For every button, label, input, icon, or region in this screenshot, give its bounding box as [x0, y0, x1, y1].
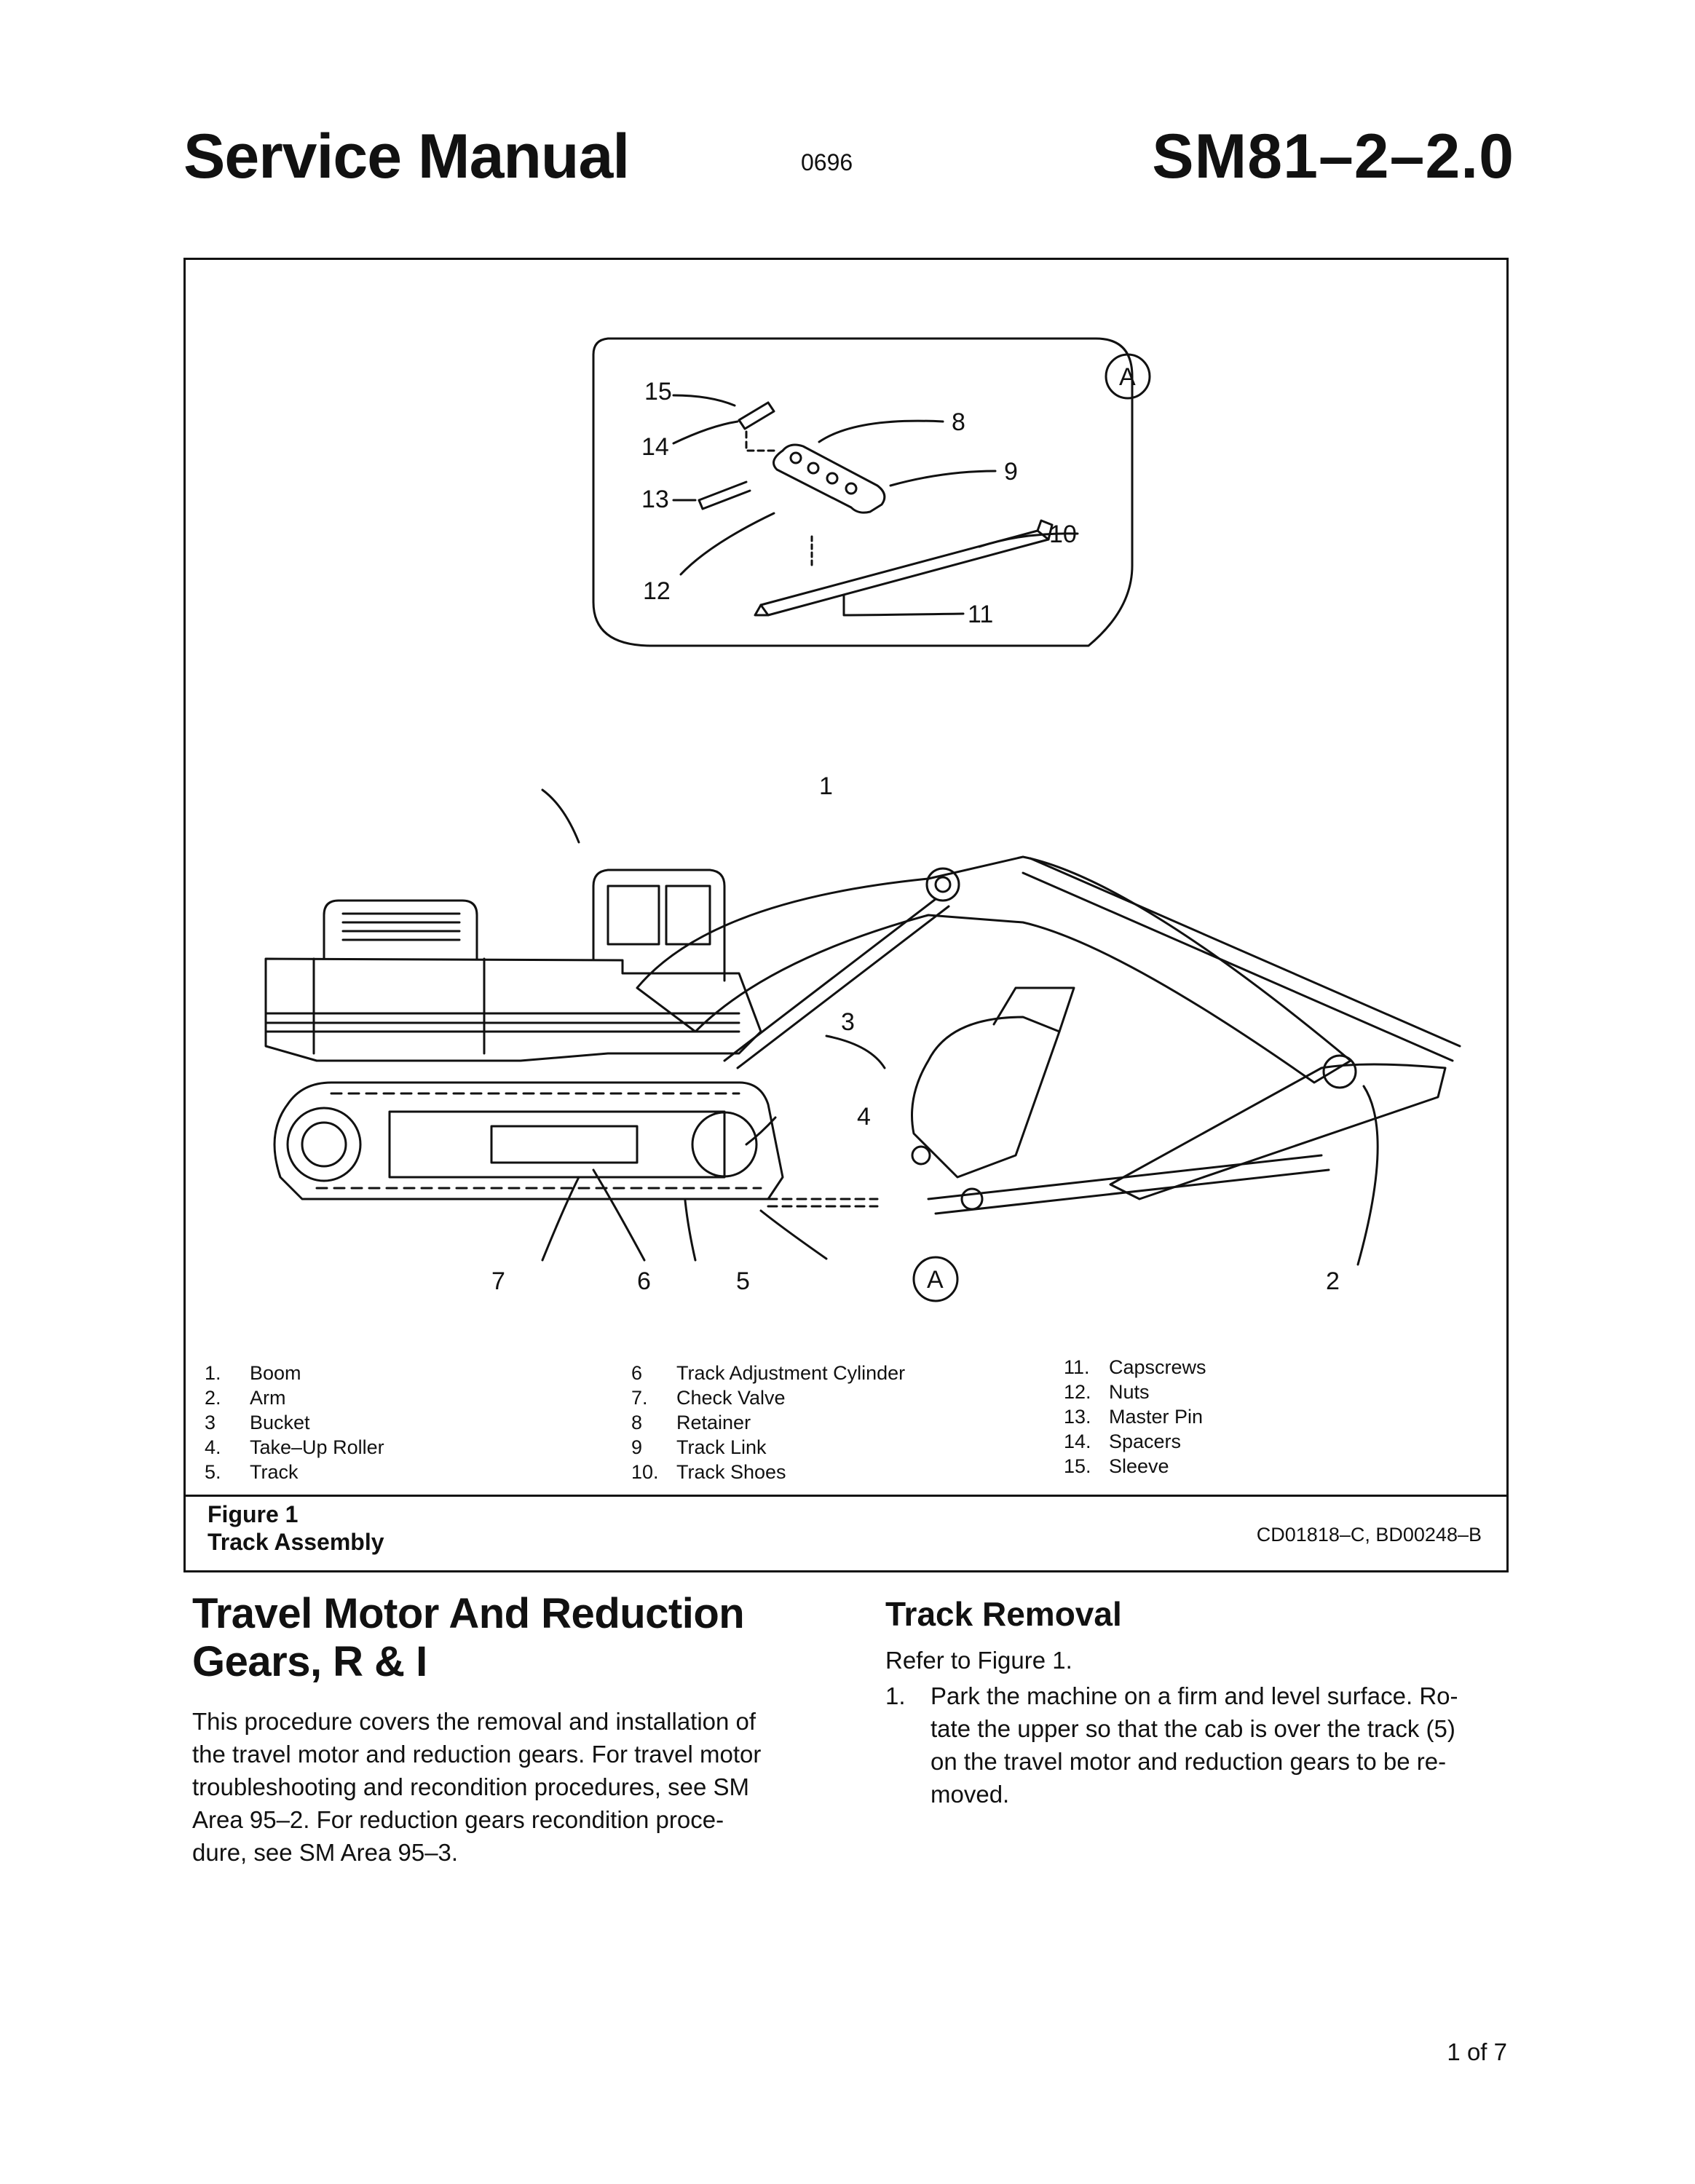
undercarriage-track	[273, 1081, 879, 1208]
legend-item: 13.Master Pin	[1064, 1406, 1204, 1428]
detail-marker-top	[1105, 353, 1151, 400]
detail-marker-bottom	[912, 1256, 959, 1302]
legend-item: 1.Boom	[205, 1362, 301, 1384]
callout-5: 5	[736, 1267, 750, 1295]
figure-reference: CD01818–C, BD00248–B	[1256, 1524, 1482, 1546]
step-text: Park the machine on a firm and level sur…	[931, 1682, 1458, 1808]
callout-8: 8	[952, 408, 965, 436]
callout-9: 9	[1004, 458, 1018, 486]
bucket	[911, 986, 1075, 1211]
caption-divider	[186, 1495, 1506, 1497]
detail-marker-a-top: A	[1119, 363, 1136, 391]
section-paragraph: This procedure covers the removal and in…	[192, 1708, 762, 1866]
step-number: 1.	[885, 1682, 906, 1709]
callout-10: 10	[1049, 521, 1077, 548]
excavator-body	[264, 869, 762, 1062]
leader-a	[759, 1209, 828, 1260]
refer-to-figure: Refer to Figure 1.	[885, 1647, 1072, 1674]
leader-5	[684, 1199, 697, 1262]
right-column: Track Removal Refer to Figure 1. 1. Park…	[885, 1594, 1519, 1811]
leader-7	[541, 1176, 580, 1262]
callout-1: 1	[819, 772, 833, 800]
figure-caption: Figure 1 Track Assembly	[208, 1500, 384, 1556]
legend-item: 14.Spacers	[1064, 1431, 1182, 1452]
left-column: Travel Motor And Reduction Gears, R & I …	[192, 1590, 848, 1869]
leader-6	[592, 1168, 646, 1262]
figure-1-frame: 15 14 13 12 8 9 10 11 1 3 4 7 6 5 2 A A …	[183, 258, 1509, 1572]
arm	[927, 1054, 1447, 1215]
figure-title: Track Assembly	[208, 1529, 384, 1555]
legend-column-3: 11.Capscrews 12.Nuts 13.Master Pin 14.Sp…	[1064, 1355, 1206, 1479]
boom	[636, 855, 1461, 1084]
leader-1	[541, 788, 580, 844]
track-shoe-exploded	[698, 401, 1054, 617]
callout-3: 3	[841, 1008, 855, 1036]
legend-item: 15.Sleeve	[1064, 1455, 1169, 1477]
legend-item: 7.Check Valve	[631, 1387, 786, 1409]
excavator-illustration: 15 14 13 12 8 9 10 11 1 3 4 7 6 5 2 A A	[264, 337, 1461, 1302]
detail-a-frame	[592, 337, 1134, 647]
detail-marker-a-bottom: A	[927, 1266, 944, 1294]
step-1: 1. Park the machine on a firm and level …	[885, 1679, 1519, 1811]
leader-4	[745, 1116, 777, 1146]
legend-item: 5.Track	[205, 1461, 299, 1483]
legend-item: 4.Take–Up Roller	[205, 1436, 384, 1458]
figure-number: Figure 1	[208, 1501, 299, 1527]
callout-12: 12	[643, 577, 671, 605]
document-number: SM81–2–2.0	[1152, 122, 1514, 191]
callout-14: 14	[641, 433, 669, 461]
callout-11: 11	[968, 601, 993, 628]
callout-4: 4	[857, 1103, 871, 1131]
leader-3	[825, 1034, 886, 1069]
callout-6: 6	[637, 1267, 651, 1295]
revision-code: 0696	[801, 149, 853, 175]
legend-item: 12.Nuts	[1064, 1381, 1150, 1403]
legend-item: 10.Track Shoes	[631, 1461, 786, 1483]
legend-item: 11.Capscrews	[1064, 1356, 1206, 1378]
callout-2: 2	[1326, 1267, 1340, 1295]
callout-labels: 15 14 13 12 8 9 10 11 1 3 4 7 6 5 2 A A	[491, 363, 1340, 1295]
page-number: 1 of 7	[1447, 2038, 1507, 2065]
legend-item: 2.Arm	[205, 1387, 286, 1409]
callout-13: 13	[641, 486, 669, 513]
manual-title: Service Manual	[183, 122, 630, 191]
leader-2	[1356, 1085, 1379, 1266]
section-heading: Travel Motor And Reduction Gears, R & I	[192, 1590, 745, 1685]
callout-15: 15	[644, 378, 672, 405]
callout-7: 7	[491, 1267, 505, 1295]
track-removal-heading: Track Removal	[885, 1595, 1122, 1633]
